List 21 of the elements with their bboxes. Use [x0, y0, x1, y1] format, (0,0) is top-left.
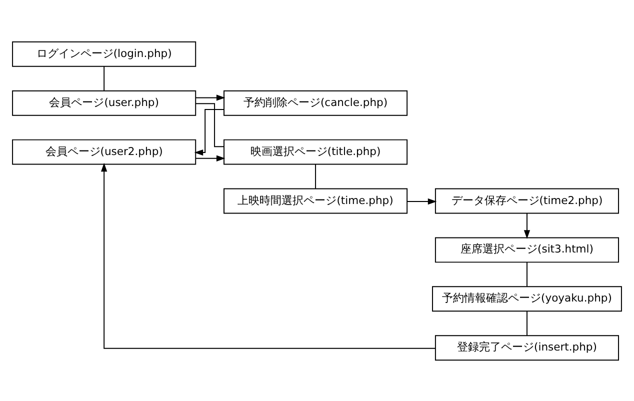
node-box: 映画選択ページ(title.php) — [224, 138, 408, 164]
connector — [315, 163, 316, 188]
arrow — [194, 108, 224, 156]
arrow — [195, 154, 226, 161]
connector — [104, 66, 105, 91]
arrow — [524, 212, 530, 238]
connector — [526, 310, 528, 336]
node-box: 予約情報確認ページ(yoyaku.php) — [432, 286, 622, 312]
connector — [195, 102, 224, 147]
connector — [526, 261, 528, 286]
node-box: 会員ページ(user2.php) — [12, 138, 196, 164]
arrow — [406, 198, 437, 204]
node-box: 座席選択ページ(sit3.html) — [434, 236, 620, 262]
node-box: 予約削除ページ(cancle.php) — [224, 90, 408, 116]
arrow — [195, 94, 226, 100]
node-box: データ保存ページ(time2.php) — [434, 188, 620, 214]
node-box: 登録完了ページ(insert.php) — [434, 334, 620, 360]
node-box: ログインページ(login.php) — [12, 40, 196, 66]
node-box: 上映時間選択ページ(time.php) — [224, 188, 408, 214]
arrow — [100, 162, 436, 348]
node-box: 会員ページ(user.php) — [12, 90, 196, 116]
